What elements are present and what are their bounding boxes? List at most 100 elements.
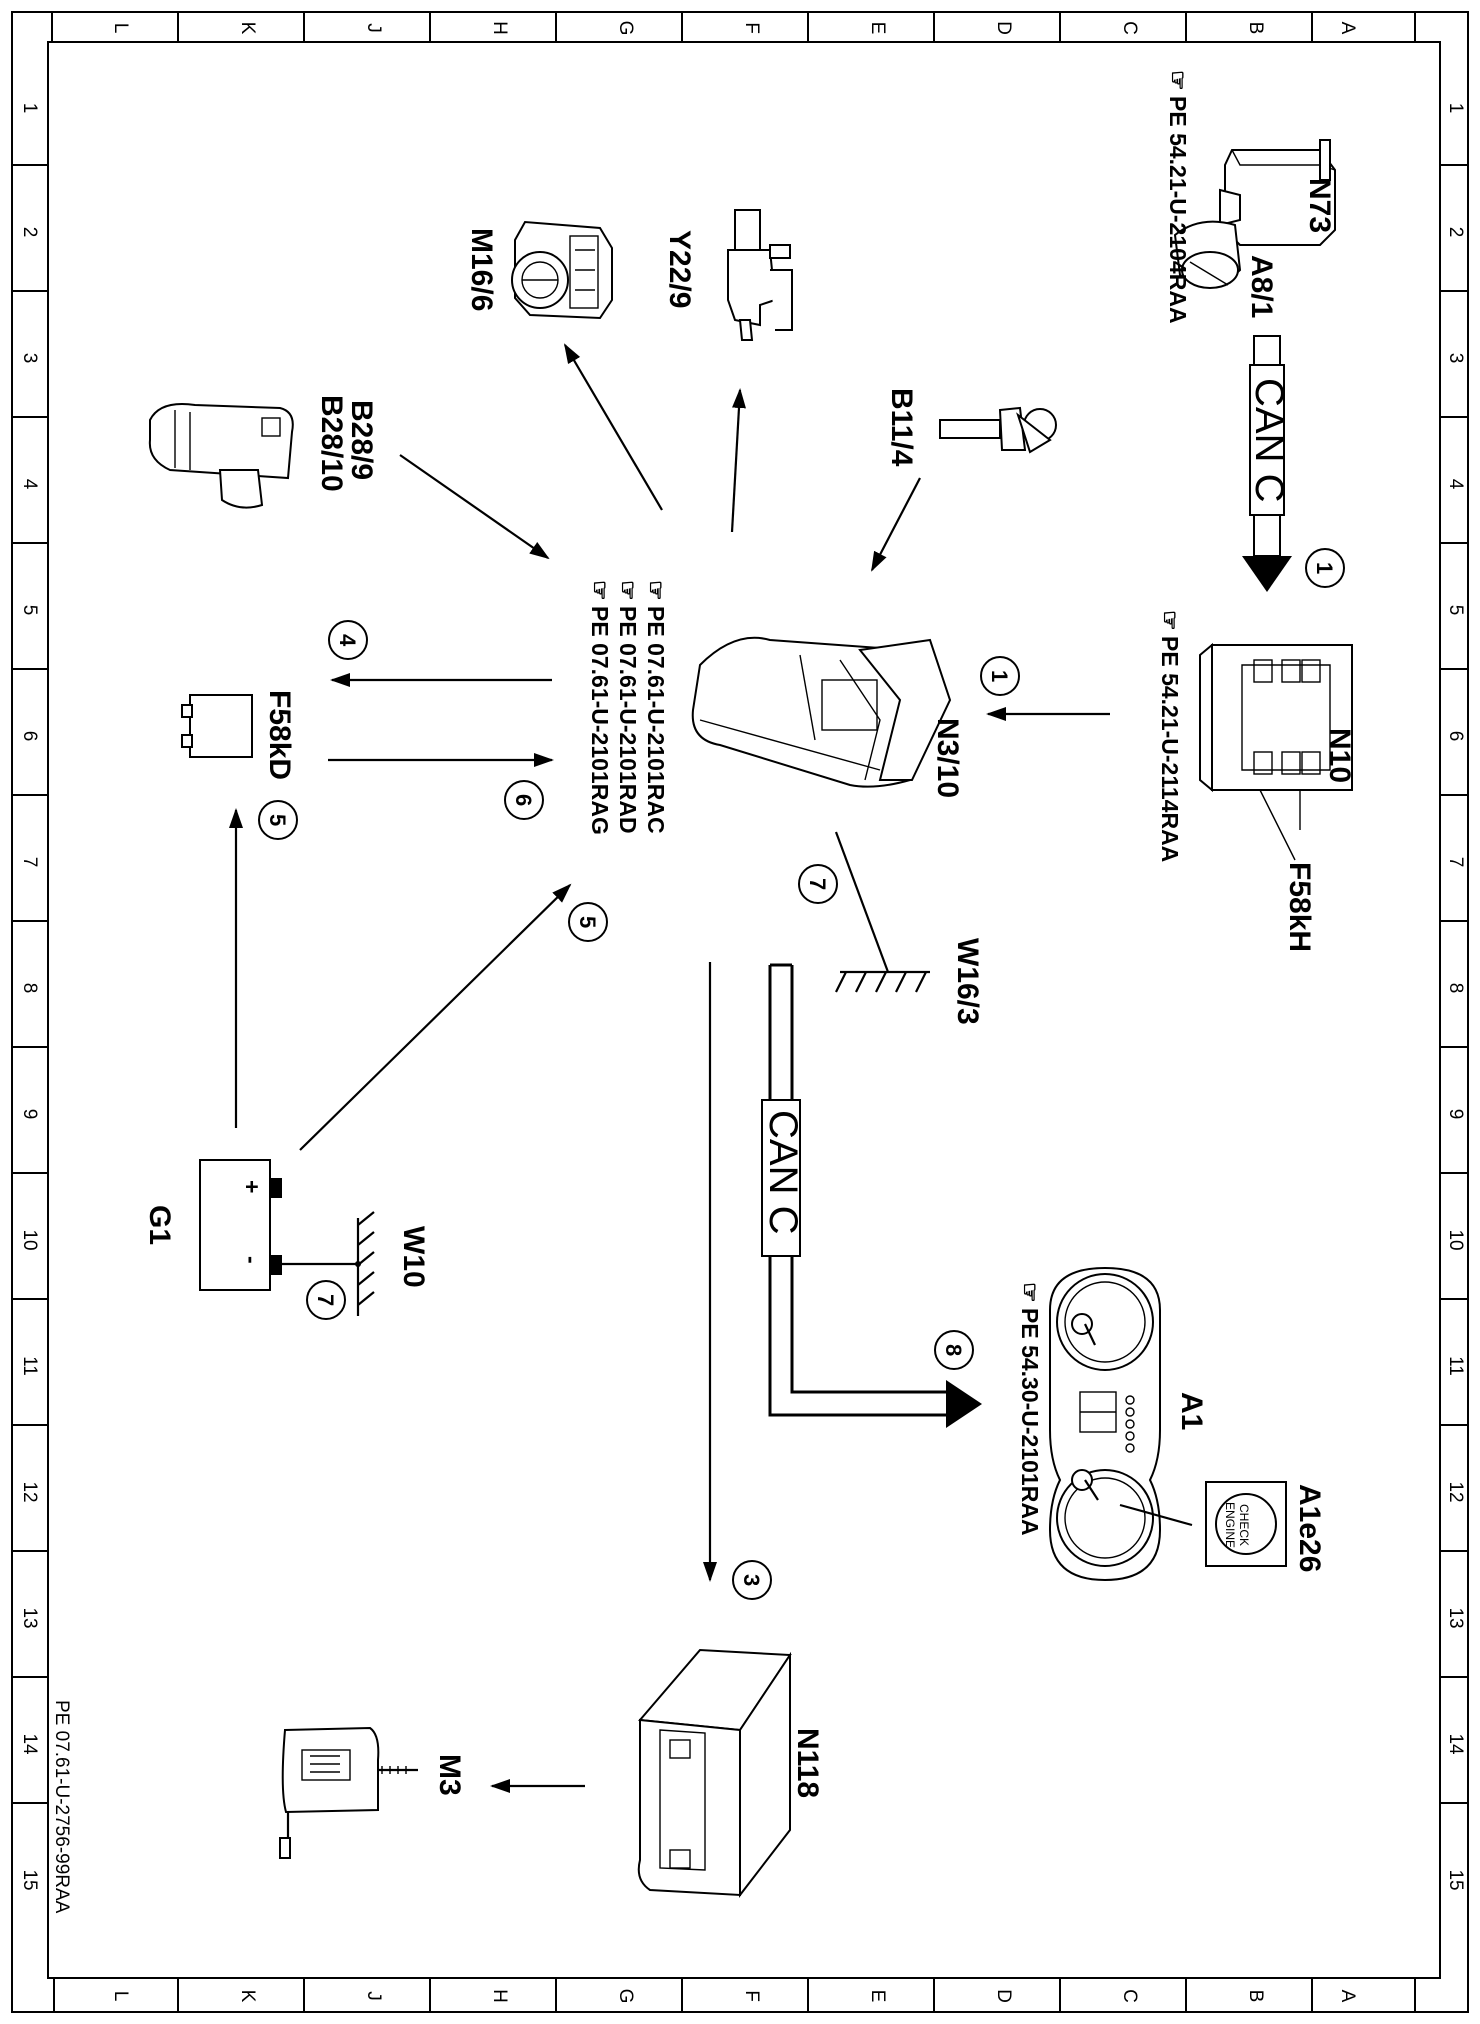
grid-number: 6 bbox=[19, 731, 40, 742]
label-w16-3: W16/3 bbox=[951, 938, 984, 1025]
label-f58kd: F58kD bbox=[263, 690, 296, 780]
book-icon: ☞ bbox=[1165, 70, 1191, 91]
label-w10: W10 bbox=[397, 1226, 430, 1288]
badge-6-text: 6 bbox=[511, 794, 536, 806]
label-y22-9: Y22/9 bbox=[663, 230, 696, 308]
grid-letter: D bbox=[993, 1989, 1014, 2003]
badge-3-text: 3 bbox=[739, 1574, 764, 1586]
label-m3: M3 bbox=[433, 1754, 466, 1796]
ref-n3-10-c: PE 07.61-U-2101RAG bbox=[587, 606, 613, 835]
badge-3 bbox=[732, 1560, 772, 1600]
can-bus-bottom: CAN C bbox=[761, 963, 982, 1428]
ref-n10-text: PE 54.21-U-2114RAA bbox=[1157, 636, 1183, 862]
can-bus-bottom-label: CAN C bbox=[761, 1110, 805, 1234]
book-icon: ☞ bbox=[643, 580, 669, 601]
badge-5-right bbox=[568, 902, 608, 942]
grid-number: 14 bbox=[19, 1733, 40, 1755]
grid-number: 9 bbox=[19, 1109, 40, 1120]
grid-number: 2 bbox=[1445, 227, 1466, 238]
badge-5-right-text: 5 bbox=[575, 916, 600, 928]
grid-letter: C bbox=[1119, 1989, 1140, 2003]
grid-letter: B bbox=[1245, 1990, 1266, 2003]
grid-number: 13 bbox=[1445, 1607, 1466, 1628]
grid-letter: E bbox=[867, 22, 888, 35]
book-icon: ☞ bbox=[587, 580, 613, 601]
can-bus-top: CAN C bbox=[1242, 335, 1292, 592]
relay-f58kd bbox=[181, 694, 253, 758]
label-a8-1: A8/1 bbox=[1245, 255, 1278, 318]
badge-7-bottom-text: 7 bbox=[313, 1294, 338, 1306]
label-b28-9: B28/9 bbox=[345, 400, 378, 480]
throttle-actuator-m16-6 bbox=[511, 220, 613, 320]
battery-minus: - bbox=[239, 1256, 265, 1264]
can-bottom-arrowhead bbox=[946, 1380, 982, 1428]
instrument-cluster-a1 bbox=[1048, 1266, 1193, 1582]
label-m16-6: M16/6 bbox=[465, 228, 498, 311]
grid-number: 1 bbox=[1445, 103, 1466, 114]
ref-a1: ☞ PE 54.30-U-2101RAA bbox=[1017, 1282, 1043, 1536]
engine-text: ENGINE bbox=[1223, 1502, 1237, 1548]
grid-number: 11 bbox=[1445, 1356, 1466, 1376]
drawing-code: PE 07.61-U-2756-99RAA bbox=[51, 1700, 72, 1914]
badge-1-top bbox=[1305, 548, 1345, 588]
label-b28-10: B28/10 bbox=[315, 395, 348, 492]
inner-frame bbox=[47, 41, 1441, 1979]
grid-letter: C bbox=[1119, 21, 1140, 35]
badge-7-top bbox=[798, 864, 838, 904]
badge-8-text: 8 bbox=[941, 1344, 966, 1356]
ignition-switch-n73 bbox=[1173, 139, 1336, 289]
grid-letters-top: A B C D E F G H J K L bbox=[110, 21, 1358, 36]
grid-letters-bottom: A B C D E F G H J K L bbox=[110, 1989, 1358, 2004]
grid-number: 3 bbox=[19, 353, 40, 364]
grid-letter: L bbox=[110, 23, 131, 34]
battery-plus: + bbox=[239, 1180, 265, 1193]
fuel-pump-m3 bbox=[279, 1726, 418, 1859]
coolant-sensor-b11-4 bbox=[939, 406, 1057, 454]
label-b11-4: B11/4 bbox=[885, 388, 918, 467]
sam-module-n10 bbox=[1199, 642, 1353, 861]
grid-letter: K bbox=[237, 22, 258, 35]
ref-n10: ☞ PE 54.21-U-2114RAA bbox=[1157, 610, 1183, 862]
grid-number: 4 bbox=[19, 479, 40, 490]
book-icon: ☞ bbox=[1157, 610, 1183, 631]
arrow-n3-10-to-m16-6 bbox=[563, 343, 663, 511]
grid-number: 2 bbox=[19, 227, 40, 238]
check-text: CHECK bbox=[1237, 1504, 1251, 1546]
grid-number: 5 bbox=[19, 605, 40, 616]
grid-number: 6 bbox=[1445, 731, 1466, 742]
refs-n3-10: ☞ PE 07.61-U-2101RAC ☞ PE 07.61-U-2101RA… bbox=[587, 580, 669, 835]
label-g1: G1 bbox=[143, 1205, 176, 1245]
ground-w10 bbox=[282, 1211, 375, 1316]
fuel-pump-control-unit-n118 bbox=[637, 1648, 792, 1898]
badge-1-top-text: 1 bbox=[1312, 562, 1337, 574]
grid-letter: A bbox=[1337, 22, 1358, 35]
grid-letter: F bbox=[741, 1990, 762, 2002]
can-bus-top-label: CAN C bbox=[1247, 378, 1291, 502]
label-n73: N73 bbox=[1303, 178, 1336, 233]
grid-letter: J bbox=[363, 23, 384, 33]
grid-letter: H bbox=[489, 1989, 510, 2003]
grid-letter: E bbox=[867, 1990, 888, 2003]
ref-n73: ☞ PE 54.21-U-2104RAA bbox=[1165, 70, 1191, 324]
grid-letter: L bbox=[110, 1991, 131, 2002]
grid-number: 3 bbox=[1445, 353, 1466, 364]
grid-letter: G bbox=[615, 1989, 636, 2004]
label-n3-10: N3/10 bbox=[931, 718, 964, 798]
label-f58kh: F58kH bbox=[1283, 862, 1316, 952]
pressure-sensor-b28 bbox=[148, 403, 294, 509]
arrow-b11-4-to-n3-10 bbox=[871, 477, 921, 572]
ref-n3-10-b: PE 07.61-U-2101RAD bbox=[615, 606, 641, 834]
ref-n73-text: PE 54.21-U-2104RAA bbox=[1165, 96, 1191, 324]
grid-letter: H bbox=[489, 21, 510, 35]
can-top-arrowhead bbox=[1242, 556, 1292, 592]
arrow-g1-to-n3-10 bbox=[299, 883, 572, 1151]
badge-1-side-text: 1 bbox=[987, 670, 1012, 682]
grid-number: 7 bbox=[1445, 857, 1466, 868]
grid-number: 1 bbox=[19, 103, 40, 114]
grid-number: 9 bbox=[1445, 1109, 1466, 1120]
grid-number: 15 bbox=[19, 1869, 40, 1890]
badge-1-side bbox=[980, 656, 1020, 696]
grid-letter: G bbox=[615, 21, 636, 36]
badge-5-left bbox=[258, 800, 298, 840]
